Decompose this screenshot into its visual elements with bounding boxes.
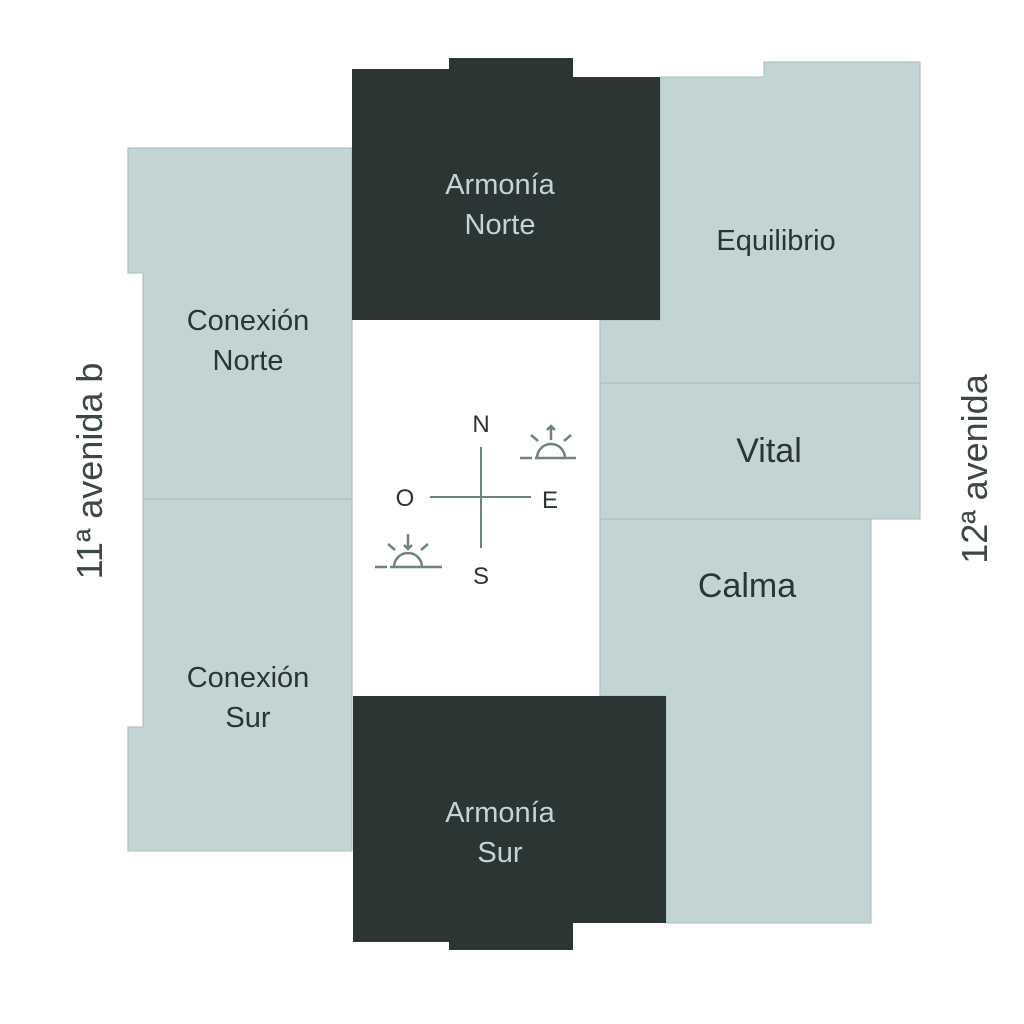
unit-armonia-sur[interactable] [353, 696, 666, 950]
unit-name: Equilibrio [716, 225, 836, 257]
compass-cross [430, 447, 531, 548]
compass-west: O [395, 485, 415, 512]
compass-south: S [472, 563, 490, 590]
label-vital: Vital [736, 431, 802, 471]
label-equilibrio: Equilibrio [716, 221, 835, 261]
unit-name: Vital [736, 432, 802, 470]
street-label-west: 11ª avenida b [69, 362, 110, 580]
unit-name: Armonía [445, 169, 555, 201]
unit-name: Norte [464, 209, 536, 241]
compass-east: E [541, 487, 559, 514]
sunset-icon [375, 534, 442, 569]
compass-north: N [472, 411, 490, 438]
sunrise-icon [520, 424, 576, 460]
unit-name: Sur [477, 837, 523, 869]
unit-name: Conexión [186, 305, 310, 337]
unit-name: Armonía [445, 797, 555, 829]
street-label-east: 12ª avenida [954, 374, 995, 564]
unit-vital[interactable] [599, 382, 921, 520]
unit-armonia-norte[interactable] [352, 58, 660, 320]
unit-name: Norte [212, 345, 284, 377]
unit-name: Calma [697, 567, 797, 605]
unit-conexion-sur[interactable] [127, 498, 353, 852]
label-calma: Calma [698, 566, 796, 606]
unit-name: Sur [225, 702, 271, 734]
unit-name: Conexión [186, 662, 310, 694]
